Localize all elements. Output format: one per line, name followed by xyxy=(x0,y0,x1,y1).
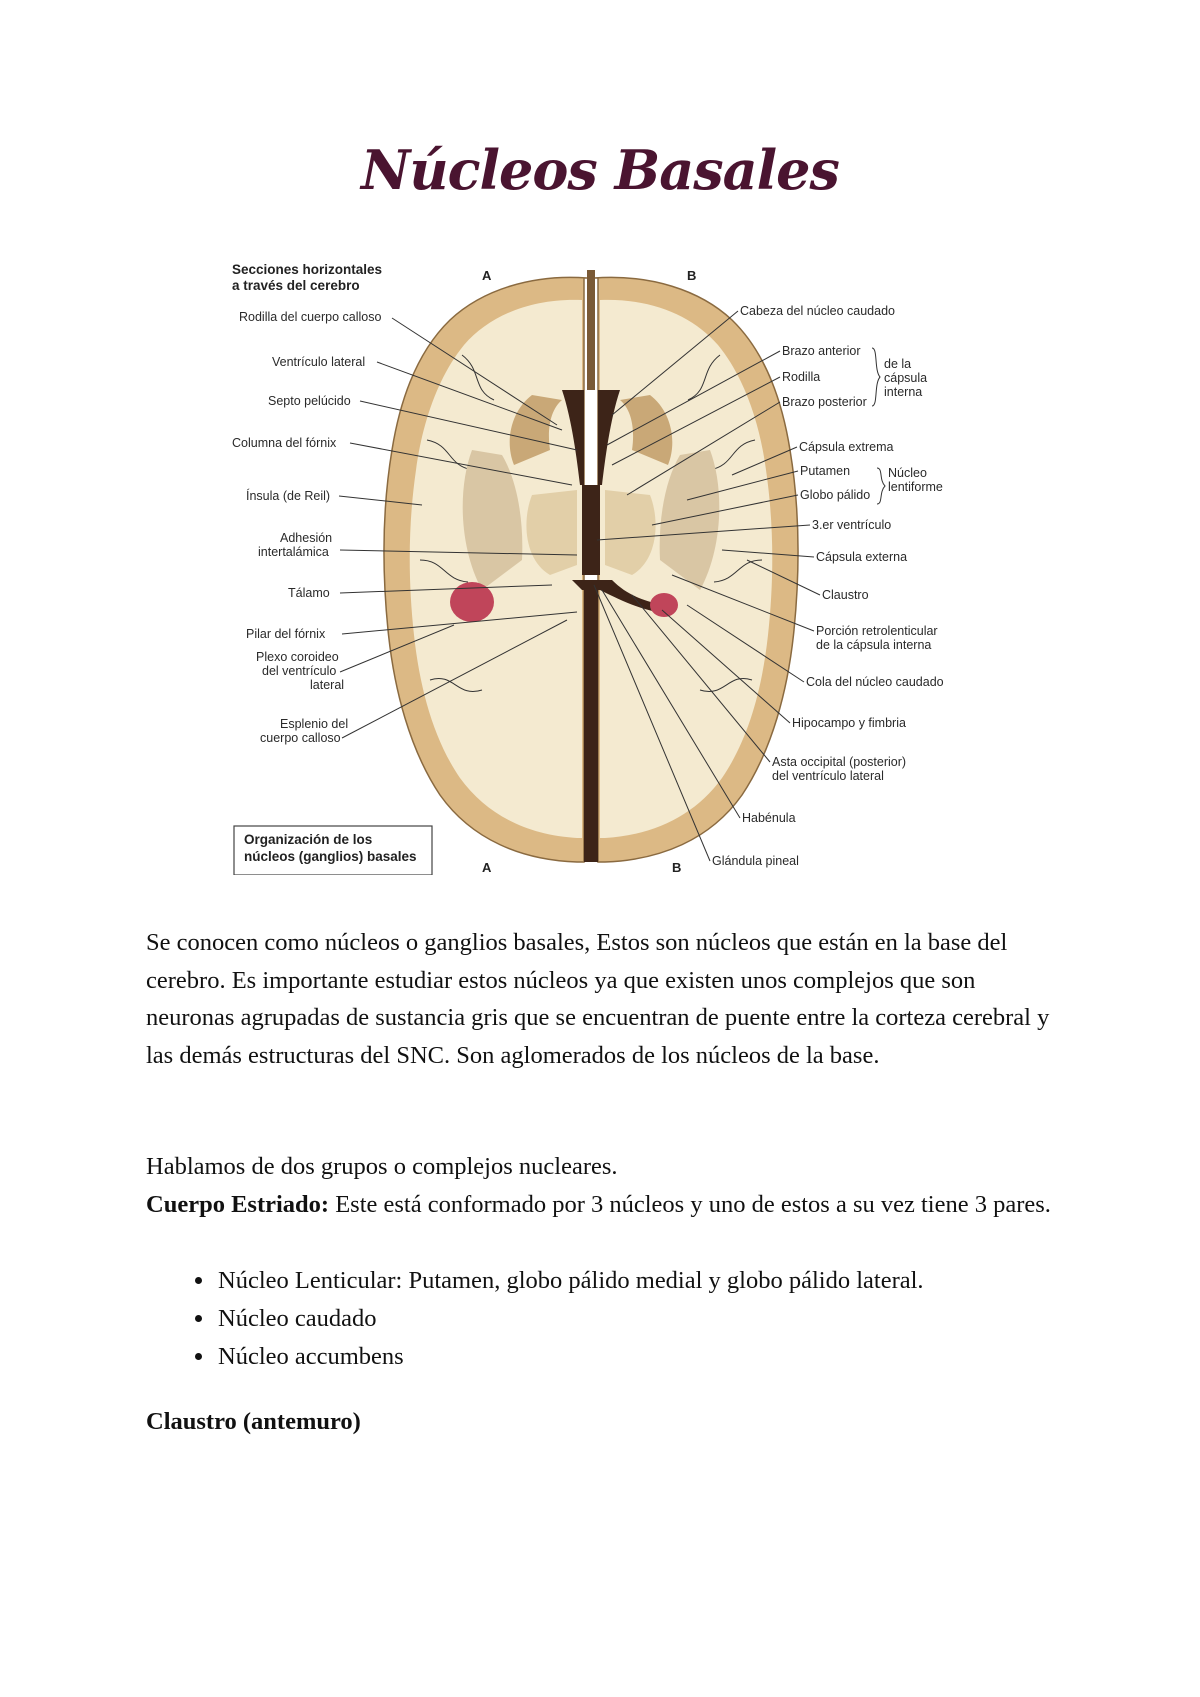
section-letter-a-bottom: A xyxy=(482,860,492,875)
midline-fissure xyxy=(584,590,598,862)
section-letter-b-top: B xyxy=(687,268,696,283)
cuerpo-estriado-paragraph: Cuerpo Estriado: Este está conformado po… xyxy=(146,1186,1066,1224)
label-brazo-anterior: Brazo anterior xyxy=(782,344,861,358)
right-leader-lines xyxy=(593,310,821,862)
section-letter-b-bottom: B xyxy=(672,860,681,875)
label-rodilla-cuerpo-calloso: Rodilla del cuerpo calloso xyxy=(239,310,381,324)
left-leader-lines xyxy=(338,317,578,739)
label-del-ventriculo-lateral: del ventrículo lateral xyxy=(772,769,884,783)
label-interna: interna xyxy=(884,385,922,399)
label-capsula: cápsula xyxy=(884,371,927,385)
label-cuerpo-calloso: cuerpo calloso xyxy=(260,731,341,745)
label-globo-palido: Globo pálido xyxy=(800,488,870,502)
organization-box-line2: núcleos (ganglios) basales xyxy=(244,849,417,864)
lentiform-right xyxy=(659,450,720,590)
caudate-head-left xyxy=(509,395,562,465)
claustro-heading: Claustro (antemuro) xyxy=(146,1408,361,1435)
section-letter-a-top: A xyxy=(482,268,492,283)
lentiform-left xyxy=(462,450,523,590)
choroid-plexus-left xyxy=(450,582,494,622)
brain-section-illustration: Secciones horizontales a través del cere… xyxy=(232,262,944,875)
label-putamen: Putamen xyxy=(800,464,850,478)
label-hipocampo-fimbria: Hipocampo y fimbria xyxy=(792,716,906,730)
brain-drawing xyxy=(383,270,799,863)
list-item: Núcleo accumbens xyxy=(216,1338,924,1376)
label-lateral: lateral xyxy=(310,678,344,692)
brain-horizontal-section-figure: Secciones horizontales a través del cere… xyxy=(232,260,1012,875)
list-item: Núcleo caudado xyxy=(216,1300,924,1338)
nucleos-list: Núcleo Lenticular: Putamen, globo pálido… xyxy=(182,1262,924,1376)
organization-box xyxy=(233,825,433,875)
label-brazo-posterior: Brazo posterior xyxy=(782,395,867,409)
label-lentiforme: lentiforme xyxy=(888,480,943,494)
label-esplenio: Esplenio del xyxy=(280,717,348,731)
figure-heading-line1: Secciones horizontales xyxy=(232,262,382,277)
list-item: Núcleo Lenticular: Putamen, globo pálido… xyxy=(216,1262,924,1300)
brace-capsula-interna xyxy=(871,347,881,407)
label-porcion-retrolenticular: Porción retrolenticular xyxy=(816,624,938,638)
page-title: Núcleos Basales xyxy=(361,138,840,202)
label-cabeza-nucleo-caudado: Cabeza del núcleo caudado xyxy=(740,304,895,318)
label-intertalamica: intertalámica xyxy=(258,545,329,559)
label-nucleo: Núcleo xyxy=(888,466,927,480)
label-talamo: Tálamo xyxy=(288,586,330,600)
thalamus-right xyxy=(605,490,656,575)
label-asta-occipital: Asta occipital (posterior) xyxy=(772,755,906,769)
label-plexo-coroideo: Plexo coroideo xyxy=(256,650,339,664)
label-rodilla: Rodilla xyxy=(782,370,820,384)
organization-box-line1: Organización de los xyxy=(244,832,372,847)
label-capsula-externa: Cápsula externa xyxy=(816,550,907,564)
label-tercer-ventriculo: 3.er ventrículo xyxy=(812,518,891,532)
right-labels: Cabeza del núcleo caudado Brazo anterior… xyxy=(712,304,944,868)
label-ventriculo-lateral: Ventrículo lateral xyxy=(272,355,365,369)
brace-nucleo-lentiforme xyxy=(876,467,886,505)
cuerpo-estriado-text: Este está conformado por 3 núcleos y uno… xyxy=(329,1191,1051,1218)
left-labels: Rodilla del cuerpo calloso Ventrículo la… xyxy=(232,310,381,745)
label-claustro: Claustro xyxy=(822,588,869,602)
cuerpo-estriado-label: Cuerpo Estriado: xyxy=(146,1191,330,1218)
lateral-ventricle xyxy=(562,390,620,485)
label-del-ventriculo: del ventrículo xyxy=(262,664,336,678)
label-adhesion: Adhesión xyxy=(280,531,332,545)
label-septo-pelucido: Septo pelúcido xyxy=(268,394,351,408)
label-columna-fornix: Columna del fórnix xyxy=(232,436,337,450)
label-glandula-pineal: Glándula pineal xyxy=(712,854,799,868)
choroid-plexus-right xyxy=(650,593,678,617)
figure-heading-line2: a través del cerebro xyxy=(232,278,360,293)
label-insula: Ínsula (de Reil) xyxy=(246,488,330,503)
caudate-head-right xyxy=(620,395,673,465)
label-pilar-fornix: Pilar del fórnix xyxy=(246,627,326,641)
groups-paragraph: Hablamos de dos grupos o complejos nucle… xyxy=(146,1153,618,1180)
label-cola-nucleo-caudado: Cola del núcleo caudado xyxy=(806,675,944,689)
label-de-la-capsula-interna: de la cápsula interna xyxy=(816,638,931,652)
midline-fissure-anterior xyxy=(587,270,595,390)
label-capsula-extrema: Cápsula extrema xyxy=(799,440,894,454)
label-de-la: de la xyxy=(884,357,911,371)
label-habenula: Habénula xyxy=(742,811,796,825)
intro-paragraph: Se conocen como núcleos o ganglios basal… xyxy=(146,929,1050,1069)
third-ventricle xyxy=(582,485,600,575)
